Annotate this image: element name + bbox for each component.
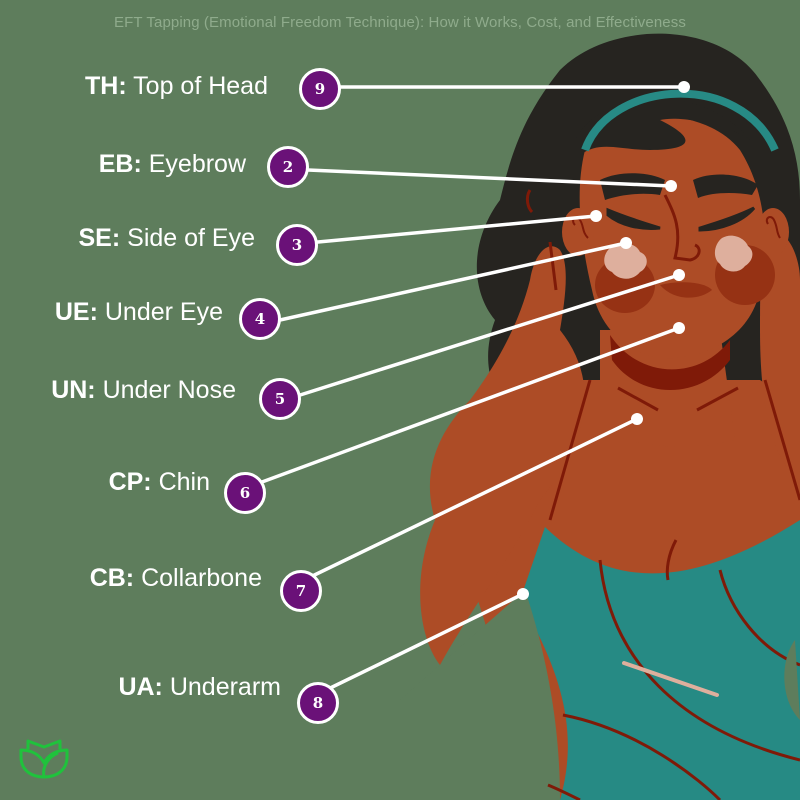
label-name: Underarm [169,673,281,701]
cheek-highlight-right [714,235,753,272]
label-abbr: UE: [54,298,98,326]
cheek-highlight-left [604,243,647,279]
badge-side-of-eye: 3 [276,224,318,266]
label-abbr: EB: [98,150,142,178]
label-under-eye: UE: Under Eye [55,298,223,327]
label-underarm: UA: Underarm [118,673,281,702]
label-side-of-eye: SE: Side of Eye [79,224,256,253]
label-abbr: TH: [85,72,127,100]
badge-eyebrow: 2 [267,146,309,188]
label-name: Collarbone [141,564,262,592]
label-eyebrow: EB: Eyebrow [99,150,246,179]
badge-under-eye: 4 [239,298,281,340]
label-abbr: UA: [118,673,163,701]
label-name: Side of Eye [127,224,255,252]
teal-top [520,520,800,800]
tap-point-dots [517,81,690,600]
badge-under-nose: 5 [259,378,301,420]
connector-lines [260,85,686,695]
label-abbr: UN: [51,376,96,404]
left-arm [420,246,585,665]
headband [581,89,779,152]
badge-chin: 6 [224,472,266,514]
label-name: Under Nose [102,376,236,404]
lotus-leaf-icon [19,739,69,779]
label-under-nose: UN: Under Nose [51,376,236,405]
label-abbr: SE: [78,224,121,252]
label-collarbone: CB: Collarbone [90,564,262,593]
label-name: Under Eye [104,298,223,326]
badge-collarbone: 7 [280,570,322,612]
label-chin: CP: Chin [109,468,210,497]
badge-top-of-head: 9 [299,68,341,110]
label-name: Eyebrow [148,150,246,178]
label-abbr: CP: [108,468,152,496]
page-title: EFT Tapping (Emotional Freedom Technique… [114,14,686,31]
label-abbr: CB: [89,564,135,592]
label-name: Top of Head [133,72,268,100]
badge-underarm: 8 [297,682,339,724]
label-top-of-head: TH: Top of Head [85,72,268,101]
label-name: Chin [158,468,210,496]
